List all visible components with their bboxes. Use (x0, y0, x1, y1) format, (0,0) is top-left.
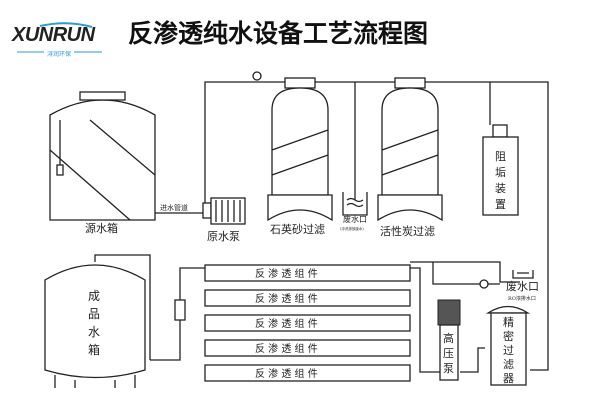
flow-meter (174, 299, 186, 321)
high-pressure-pump: 高 压 泵 (437, 299, 461, 381)
antiscalant-label-1: 垢 (495, 166, 506, 179)
ro-module: 反 渗 透 组 件 (204, 289, 411, 307)
precision-filter-label-3: 滤 (503, 358, 514, 371)
logo: XUNRUN 浔润环保 (12, 22, 107, 58)
precision-filter-label-1: 密 (503, 329, 514, 343)
precision-filter-label-0: 精 (503, 316, 514, 329)
hp-pump-label-0: 高 (443, 331, 454, 345)
ro-module: 反 渗 透 组 件 (204, 314, 411, 332)
hp-pump-label-2: 泵 (443, 362, 454, 375)
antiscalant-label-0: 阻 (495, 150, 506, 163)
logo-subtitle: 浔润环保 (47, 51, 72, 58)
raw-water-pump: 原水泵 (202, 197, 246, 243)
sand-filter-label: 石英砂过滤 (270, 222, 325, 236)
waste-outlet-2-note: RO浓排水口 (508, 295, 536, 302)
antiscalant-label-3: 置 (495, 198, 506, 211)
carbon-filter: 活性炭过滤 (377, 77, 443, 238)
product-tank-label-1: 品 (88, 307, 100, 321)
waste-outlet-1-note: (冲洗排放废水) (340, 226, 364, 231)
product-tank-label-2: 水 (88, 325, 100, 339)
antiscalant-label-2: 装 (495, 182, 506, 195)
logo-swoosh (17, 22, 102, 53)
ro-modules: 反 渗 透 组 件 反 渗 透 组 件 反 渗 透 组 件 反 渗 透 组 件 … (204, 264, 411, 382)
ro-module-label: 反 渗 透 组 件 (255, 367, 318, 380)
product-tank-label-3: 箱 (88, 342, 100, 357)
precision-filter-label-4: 器 (503, 372, 514, 385)
source-tank: 源水箱 (49, 91, 156, 235)
ro-module: 反 渗 透 组 件 (204, 339, 411, 357)
raw-pump-label: 原水泵 (207, 230, 240, 243)
product-tank: 成 品 水 箱 (44, 264, 146, 388)
sand-filter: 石英砂过滤 (267, 77, 333, 236)
ro-module: 反 渗 透 组 件 (204, 364, 411, 382)
precision-filter-label-2: 过 (503, 344, 514, 357)
ro-module-label: 反 渗 透 组 件 (255, 292, 318, 305)
ro-module-label: 反 渗 透 组 件 (255, 342, 318, 355)
ro-module-label: 反 渗 透 组 件 (255, 317, 318, 330)
product-tank-label-0: 成 (88, 289, 100, 303)
waste-outlet-2-label: 废水口 (506, 279, 539, 293)
ro-module-label: 反 渗 透 组 件 (255, 267, 318, 280)
source-tank-label: 源水箱 (85, 221, 118, 235)
ro-module: 反 渗 透 组 件 (204, 264, 411, 282)
page-title: 反渗透纯水设备工艺流程图 (128, 19, 429, 48)
logo-name: XUNRUN (12, 24, 95, 46)
waste-outlet-1: 废水口 (冲洗排放废水) (340, 192, 368, 231)
waste-outlet-1-label: 废水口 (343, 214, 367, 224)
hp-pump-label-1: 压 (443, 347, 454, 360)
precision-filter: 精 密 过 滤 器 (485, 305, 531, 386)
carbon-filter-label: 活性炭过滤 (380, 224, 435, 238)
inlet-pipe-label: 进水管道 (160, 203, 188, 212)
antiscalant-device: 阻 垢 装 置 (482, 124, 519, 216)
waste-outlet-2: 废水口 RO浓排水口 (506, 270, 539, 302)
